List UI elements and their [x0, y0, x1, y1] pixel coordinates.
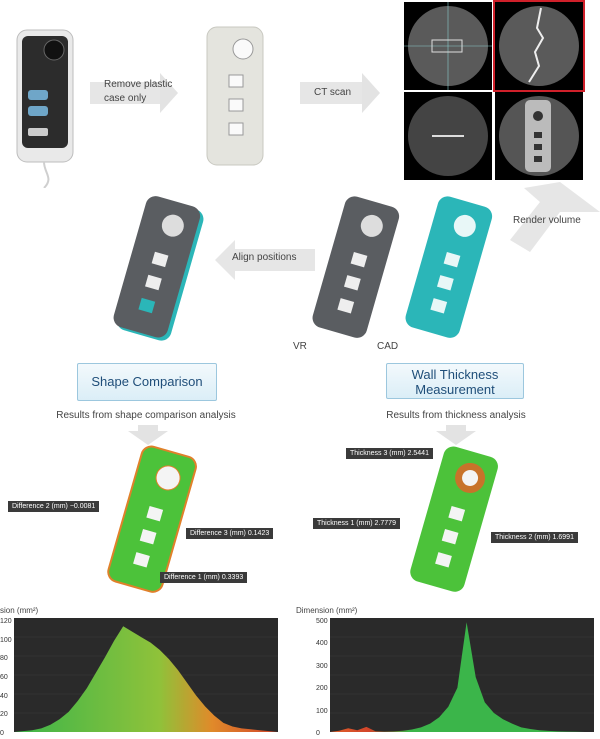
hist-shape-plot	[14, 618, 278, 732]
hist-ytick-label: 60	[0, 674, 8, 681]
tag-thickness-3: Thickness 3 (mm) 2.5441	[346, 448, 433, 459]
ct-slice-sagittal	[493, 0, 585, 92]
tag-thickness-1: Thickness 1 (mm) 2.7779	[313, 518, 400, 529]
ct-slice-coronal	[404, 92, 492, 180]
thickness-subtitle: Results from thickness analysis	[386, 410, 526, 421]
hist-left-ylabel: sion (mm²)	[0, 606, 39, 615]
hist-ytick-label: 200	[316, 685, 328, 693]
hist-ytick-label: 500	[316, 618, 328, 625]
hist-right-ylabel: Dimension (mm²)	[296, 606, 358, 615]
shape-comparison-model	[96, 445, 206, 605]
aligned-overlay-model	[100, 195, 215, 350]
shape-subtitle: Results from shape comparison analysis	[56, 410, 236, 421]
tag-thickness-2: Thickness 2 (mm) 1.6991	[491, 532, 578, 543]
vr-model	[300, 195, 410, 350]
down-arrow-thickness	[436, 425, 476, 450]
pendant-device-photo	[14, 28, 76, 189]
thickness-model	[398, 445, 508, 605]
hist-area	[14, 626, 278, 732]
arrow-ct-scan	[300, 82, 362, 104]
tag-difference-3: Difference 3 (mm) 0.1423	[186, 528, 274, 539]
label-render-volume: Render volume	[513, 215, 581, 226]
label-cad: CAD	[377, 341, 399, 352]
cad-model	[393, 195, 503, 350]
hist-thickness-plot	[330, 618, 594, 732]
hist-ytick-label: 100	[316, 707, 328, 715]
removed-case-shell	[205, 25, 265, 175]
hist-ytick-label: 40	[0, 692, 8, 700]
ct-slice-axial	[404, 2, 492, 90]
label-ct-scan: CT scan	[314, 87, 352, 98]
wall-thickness-title: Wall Thickness Measurement	[386, 363, 524, 399]
hist-ytick-label: 0	[0, 730, 4, 737]
hist-ytick-label: 400	[316, 640, 328, 648]
hist-area	[330, 622, 594, 732]
hist-ytick-label: 120	[0, 618, 12, 625]
label-remove-case: Remove plastic case only	[104, 79, 173, 104]
arrow-align-positions	[215, 240, 325, 285]
label-vr: VR	[293, 341, 307, 352]
hist-ytick-label: 20	[0, 711, 8, 719]
render-volume-arrow	[500, 182, 600, 267]
label-align-positions: Align positions	[232, 252, 297, 263]
shape-comparison-title: Shape Comparison	[77, 363, 217, 401]
arrow-remove-case	[90, 82, 160, 104]
down-arrow-shape	[128, 425, 168, 450]
hist-ytick-label: 300	[316, 662, 328, 670]
ct-volume-view	[495, 92, 583, 180]
hist-ytick-label: 0	[316, 730, 320, 737]
tag-difference-2: Difference 2 (mm) −0.0081	[8, 501, 100, 512]
tag-difference-1: Difference 1 (mm) 0.3393	[160, 572, 248, 583]
hist-ytick-label: 100	[0, 636, 12, 644]
hist-ytick-label: 80	[0, 655, 8, 663]
